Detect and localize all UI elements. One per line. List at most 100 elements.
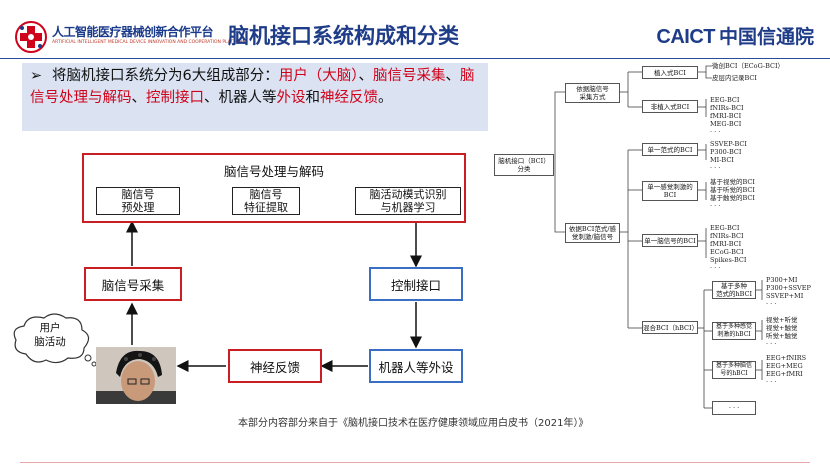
tree-hms-item-2: 视觉+触觉 [766, 324, 798, 332]
tree-single-stimulus-label: 单一感觉刺激的 BCI [647, 183, 693, 199]
tree-hybrid-label: 混合BCI（hBCI） [643, 323, 699, 332]
user-bubble-label: 用户 脑活动 [34, 322, 66, 348]
thought-bubble-icon [13, 313, 96, 367]
tree-hybrid-more-label: · · · [728, 404, 740, 412]
tree-hmsig-item-1: EEG+fNIRS [766, 354, 807, 362]
tree-hybrid: 混合BCI（hBCI） [642, 321, 698, 334]
summary-sep1: 、 [358, 68, 373, 84]
tree-hms-item-1: 视觉+听觉 [766, 316, 798, 324]
tree-single-paradigm-item-2: P300-BCI [710, 148, 742, 156]
tree-single-stimulus-item-4: · · · [710, 202, 721, 210]
tree-single-stimulus-item-2: 基于听觉的BCI [710, 186, 755, 194]
footer-divider [20, 462, 810, 463]
tree-noninvasive-label: 非植入式BCI [650, 102, 690, 111]
summary-end: 。 [378, 90, 393, 106]
tree-single-paradigm: 单一范式的BCI [642, 143, 698, 156]
feature-box: 脑信号 特征提取 [232, 187, 300, 215]
preprocess-box: 脑信号 预处理 [96, 187, 180, 215]
tree-single-signal: 单一脑信号的BCI [642, 234, 698, 247]
tree-hybrid-multi-stimulus: 基于多种感觉 刺激的hBCI [712, 322, 756, 340]
platform-logo: 人工智能医疗器械创新合作平台 ARTIFICIAL INTELLIGENT ME… [14, 18, 246, 56]
tree-hybrid-multi-signal: 基于多种脑信 号的hBCI [712, 361, 756, 379]
tree-hmsig-item-2: EEG+MEG [766, 362, 803, 370]
tree-root: 脑机接口（BCI） 分类 [494, 154, 554, 176]
summary-feedback: 神经反馈 [320, 90, 378, 106]
platform-name: 人工智能医疗器械创新合作平台 [52, 25, 214, 39]
tree-single-signal-item-2: fNIRs-BCI [710, 232, 744, 240]
summary-collect: 脑信号采集 [372, 68, 446, 84]
tree-single-paradigm-item-3: MI-BCI [710, 156, 734, 164]
summary-and: 和 [305, 90, 321, 106]
arrow-bullet-icon: ➢ [30, 68, 43, 84]
tree-single-signal-item-3: fMRI-BCI [710, 240, 742, 248]
tree-noninvasive-item-4: MEG-BCI [710, 120, 742, 128]
tree-hms-item-4: · · · [766, 340, 777, 348]
summary-user: 用户（大脑） [278, 68, 359, 84]
tree-invasive-item-1: 微创BCI（ECoG-BCI） [712, 62, 785, 70]
tree-single-paradigm-item-1: SSVEP-BCI [710, 140, 747, 148]
tree-hmp-item-1: P300+MI [766, 276, 798, 284]
tree-single-signal-item-6: · · · [710, 264, 721, 272]
summary-part1: 将脑机接口系统分为6大组成部分： [52, 68, 279, 84]
summary-text: ➢将脑机接口系统分为6大组成部分：用户（大脑）、脑信号采集、脑信号处理与解码、控… [30, 65, 485, 109]
tree-single-signal-item-4: ECoG-BCI [710, 248, 744, 256]
tree-noninvasive-item-3: fMRI-BCI [710, 112, 742, 120]
tree-noninvasive-item-5: · · · [710, 128, 721, 136]
robot-label: 机器人等外设 [378, 359, 454, 375]
tree-by-paradigm: 依据BCI范式/感 觉刺激/脑信号 [565, 223, 620, 243]
tree-single-signal-item-5: Spikes-BCI [710, 256, 747, 264]
tree-single-stimulus: 单一感觉刺激的 BCI [642, 181, 698, 201]
tree-root-label: 脑机接口（BCI） 分类 [498, 157, 550, 173]
tree-hybrid-multi-signal-label: 基于多种脑信 号的hBCI [715, 362, 752, 377]
summary-sep4: 、机器人等 [204, 90, 277, 106]
tree-single-signal-item-1: EEG-BCI [710, 224, 740, 232]
acquisition-box: 脑信号采集 [84, 267, 182, 301]
feedback-box: 神经反馈 [228, 349, 322, 383]
tree-noninvasive-item-2: fNIRs-BCI [710, 104, 744, 112]
summary-sep2: 、 [445, 68, 460, 84]
source-footnote: 本部分内容部分来自于《脑机接口技术在医疗健康领域应用白皮书（2021年）》 [238, 418, 589, 429]
summary-process: 脑信号处理与解码 [30, 68, 475, 106]
tree-hmp-item-3: SSVEP+MI [766, 292, 804, 300]
summary-periph: 外设 [276, 90, 306, 106]
tree-hmsig-item-4: · · · [766, 378, 777, 386]
tree-invasive-item-2: 皮层内记录BCI [712, 74, 757, 82]
tree-single-stimulus-item-1: 基于视觉的BCI [710, 178, 755, 186]
tree-invasive: 植入式BCI [642, 66, 698, 79]
tree-hybrid-multi-stimulus-label: 基于多种感觉 刺激的hBCI [715, 323, 752, 338]
preprocess-label: 脑信号 预处理 [121, 188, 155, 214]
user-with-eeg-cap-icon [96, 347, 176, 404]
summary-box [22, 63, 488, 131]
user-photo [96, 347, 176, 404]
tree-single-stimulus-item-3: 基于触觉的BCI [710, 194, 755, 202]
platform-name-en: ARTIFICIAL INTELLIGENT MEDICAL DEVICE IN… [52, 40, 247, 45]
tree-hmp-item-4: · · · [766, 300, 777, 308]
summary-control: 控制接口 [146, 90, 204, 106]
summary-sep3: 、 [131, 90, 147, 106]
processing-group-label: 脑信号处理与解码 [223, 164, 324, 179]
control-interface-box: 控制接口 [369, 267, 463, 301]
tree-hybrid-more: · · · [712, 401, 756, 415]
feedback-label: 神经反馈 [249, 359, 300, 375]
tree-noninvasive: 非植入式BCI [642, 100, 698, 113]
tree-hybrid-multi-paradigm: 基于多种 范式的hBCI [712, 281, 756, 299]
pattern-box: 脑活动模式识别 与机器学习 [355, 187, 461, 215]
acquisition-label: 脑信号采集 [101, 277, 165, 293]
feature-label: 脑信号 特征提取 [244, 188, 288, 214]
pattern-label: 脑活动模式识别 与机器学习 [369, 188, 447, 214]
header-divider [0, 58, 830, 59]
tree-invasive-label: 植入式BCI [654, 68, 686, 77]
tree-hmsig-item-3: EEG+fMRI [766, 370, 803, 378]
platform-logo-icon [15, 21, 47, 53]
tree-single-paradigm-label: 单一范式的BCI [647, 145, 693, 154]
tree-noninvasive-item-1: EEG-BCI [710, 96, 740, 104]
tree-single-signal-label: 单一脑信号的BCI [644, 236, 696, 245]
tree-by-acquisition-label: 依据脑信号 采集方式 [576, 85, 609, 101]
tree-hybrid-multi-paradigm-label: 基于多种 范式的hBCI [715, 282, 753, 298]
page-title: 脑机接口系统构成和分类 [228, 24, 459, 48]
caict-logo-cn: 中国信通院 [718, 26, 814, 48]
caict-logo-en: CAICT [656, 26, 715, 48]
robot-box: 机器人等外设 [369, 349, 463, 383]
